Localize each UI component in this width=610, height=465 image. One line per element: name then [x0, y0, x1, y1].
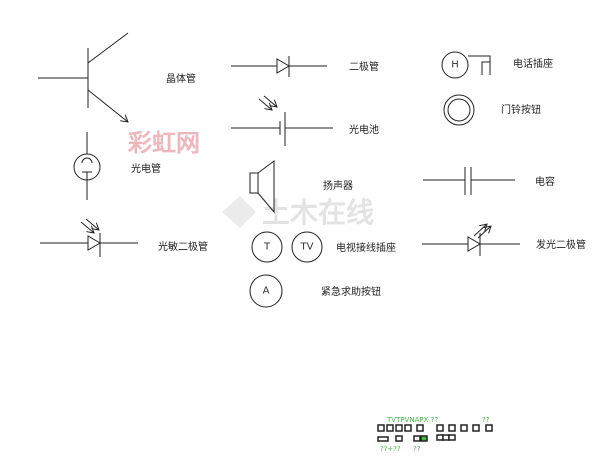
footer-text-1b: ?? [482, 416, 490, 424]
doorbell-button-symbol [443, 94, 475, 126]
label-doorbell-button: 门铃按钮 [501, 103, 541, 116]
label-photocell: 光电池 [349, 123, 379, 136]
letter-a: A [263, 286, 270, 297]
footer-text-1: TVTPVNAPX ?? [386, 416, 438, 424]
label-phototube: 光电管 [131, 162, 161, 175]
footer-icon-row [377, 424, 493, 442]
letter-h: H [451, 60, 459, 71]
capacitor-symbol [423, 167, 515, 195]
phototube-symbol [73, 132, 101, 200]
label-transistor: 晶体管 [166, 72, 196, 85]
label-tv-socket: 电视接线插座 [336, 241, 396, 254]
svg-text:土木在线: 土木在线 [262, 196, 374, 229]
phone-socket-symbol [441, 51, 491, 79]
led-symbol [422, 224, 520, 256]
tv-socket-symbol [251, 231, 323, 263]
emergency-button-symbol [249, 274, 283, 308]
speaker-symbol [249, 160, 275, 214]
label-photodiode: 光敏二极管 [158, 240, 208, 253]
photodiode-symbol [40, 218, 138, 257]
transistor-symbol [38, 32, 128, 122]
letter-t: T [263, 242, 271, 253]
label-capacitor: 电容 [535, 175, 555, 188]
label-emergency-button: 紧急求助按钮 [321, 285, 381, 298]
footer-text-3a: ??+?? [380, 445, 401, 453]
label-diode: 二极管 [349, 60, 379, 73]
label-speaker: 扬声器 [323, 179, 353, 192]
letter-tv: TV [300, 242, 314, 253]
diode-symbol [231, 56, 327, 77]
footer-legend: TVTPVNAPX ?? ?? ??+?? ?? [377, 416, 493, 453]
label-led: 发光二极管 [536, 238, 586, 251]
watermark-tumu: 土木在线 [222, 196, 374, 229]
footer-text-3b: ?? [413, 445, 421, 453]
watermark-caihong: 彩虹网 [127, 129, 200, 157]
label-phone-socket: 电话插座 [513, 57, 553, 70]
photocell-symbol [231, 95, 333, 146]
